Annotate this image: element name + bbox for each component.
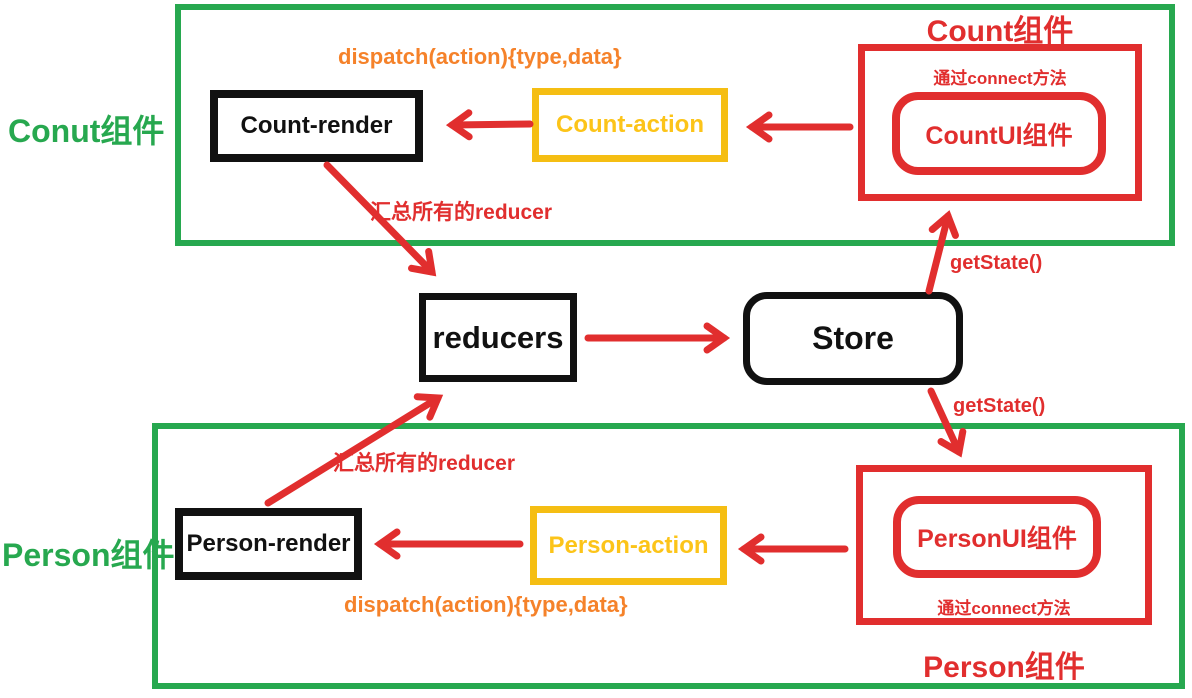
person-component-title: Person组件 [923, 651, 1085, 684]
count-ui-label: CountUI组件 [925, 121, 1073, 150]
count-render-box: Count-render [210, 90, 423, 162]
count-reducer-note: 汇总所有的reducer [370, 201, 553, 224]
reducers-label: reducers [432, 319, 564, 355]
count-group-label: Conut组件 [8, 113, 165, 149]
count-component-title: Count组件 [926, 15, 1074, 48]
person-ui-label: PersonUI组件 [917, 525, 1077, 553]
person-connect-note: 通过connect方法 [937, 599, 1071, 618]
get-state-bottom-label: getState() [953, 395, 1046, 417]
store-label: Store [812, 320, 894, 356]
person-action-label: Person-action [548, 531, 709, 559]
person-ui-box: PersonUI组件 [893, 496, 1101, 578]
person-render-box: Person-render [175, 508, 362, 580]
count-action-box: Count-action [532, 88, 728, 162]
person-action-box: Person-action [530, 506, 727, 585]
count-ui-box: CountUI组件 [892, 92, 1106, 175]
person-group-frame [152, 423, 1185, 689]
count-action-label: Count-action [556, 111, 704, 138]
person-reducer-note: 汇总所有的reducer [333, 452, 516, 475]
reducers-box: reducers [419, 293, 577, 382]
count-render-label: Count-render [240, 112, 393, 139]
person-dispatch-label: dispatch(action){type,data} [344, 592, 628, 617]
person-connect-container: PersonUI组件 通过connect方法 [856, 465, 1152, 625]
person-group-label: Person组件 [2, 537, 175, 573]
count-connect-container: 通过connect方法 CountUI组件 [858, 44, 1142, 201]
count-connect-note: 通过connect方法 [933, 69, 1067, 88]
person-render-label: Person-render [186, 530, 351, 557]
count-dispatch-label: dispatch(action){type,data} [338, 44, 622, 69]
count-group-frame [175, 4, 1175, 246]
store-box: Store [743, 292, 963, 385]
get-state-top-label: getState() [950, 252, 1043, 274]
